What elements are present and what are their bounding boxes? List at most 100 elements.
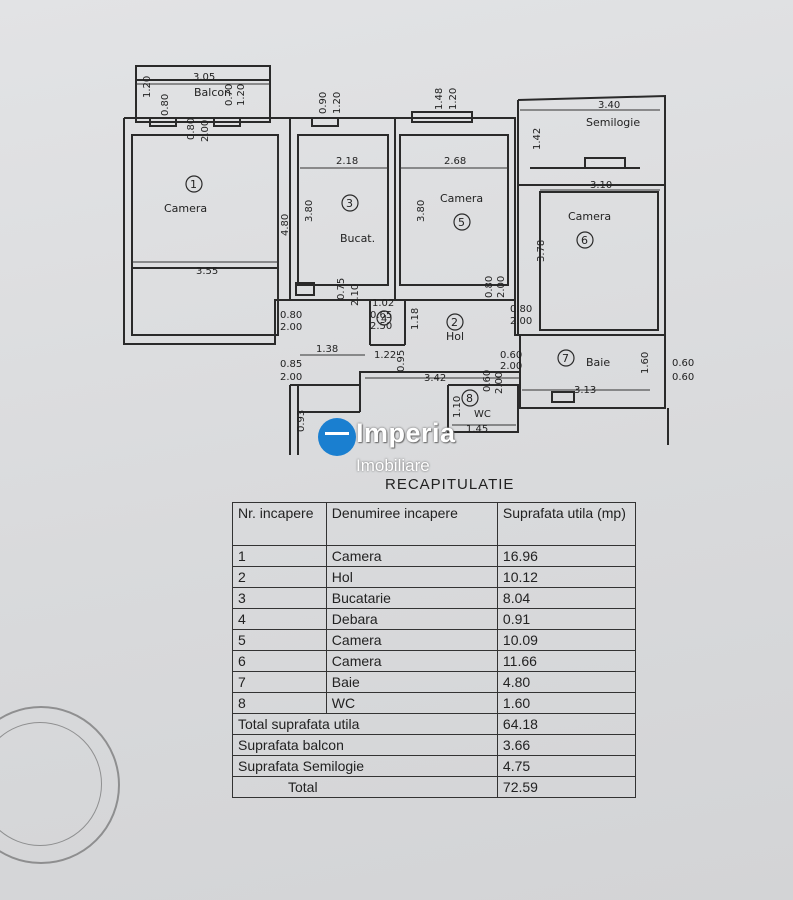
total-row: Total suprafata utila 64.18 <box>232 713 637 735</box>
dim-h-3-42: 3.42 <box>424 373 446 384</box>
row-nr: 5 <box>232 629 327 651</box>
room-number-8: 8 <box>466 392 473 405</box>
dim-h-0-95: 0.95 <box>396 350 407 372</box>
dim-w3-0-90: 0.90 <box>318 92 329 114</box>
dim-wc-0-60: 0.60 <box>482 370 493 392</box>
row-name: Bucatarie <box>325 587 498 609</box>
dim-d6-0-80: 0.80 <box>510 304 532 315</box>
row-area: 4.80 <box>496 671 637 693</box>
row-area: 16.96 <box>496 545 637 567</box>
recap-header-row: Nr. incapere Denumiree incapere Suprafat… <box>232 502 637 546</box>
dim-d3-0-75: 0.75 <box>336 278 347 300</box>
row-nr: 2 <box>232 566 327 588</box>
table-row: 1 Camera 16.96 <box>232 545 637 567</box>
total-value: 64.18 <box>496 713 637 735</box>
dim-b-0-60: 0.60 <box>500 350 522 361</box>
table-row: 6 Camera 11.66 <box>232 650 637 672</box>
room-5-walls <box>395 117 516 301</box>
label-bucat: Bucat. <box>340 232 375 245</box>
room-number-2: 2 <box>451 316 458 329</box>
floor-plan: 3.05 1.20 0.80 0.70 1.20 0.80 2.00 0.90 … <box>123 65 694 455</box>
table-row: 2 Hol 10.12 <box>232 566 637 588</box>
dim-hv-0-93: 0.93 <box>296 410 307 432</box>
room-8-walls <box>447 384 519 433</box>
dim-d5-2-00: 2.00 <box>496 276 507 298</box>
row-nr: 1 <box>232 545 327 567</box>
dim-w4-1-20: 1.20 <box>448 88 459 110</box>
room-number-4: 4 <box>381 314 387 325</box>
dim-e-0-85: 0.85 <box>280 359 302 370</box>
row-area: 0.91 <box>496 608 637 630</box>
row-name: Baie <box>325 671 498 693</box>
dim-w1-0-80: 0.80 <box>186 118 197 140</box>
table-row: 8 WC 1.60 <box>232 692 637 714</box>
total-label: Suprafata Semilogie <box>232 755 498 777</box>
dim-d3-2-10: 2.10 <box>350 284 361 306</box>
label-camera-6: Camera <box>568 210 611 223</box>
room-number-6: 6 <box>581 234 588 247</box>
dim-wc-2-00: 2.00 <box>494 372 505 394</box>
row-nr: 3 <box>232 587 327 609</box>
balcony-outline <box>135 65 271 123</box>
total-label: Total <box>232 776 498 798</box>
dim-r5-2-68: 2.68 <box>444 156 466 167</box>
table-row: 5 Camera 10.09 <box>232 629 637 651</box>
label-balcon: Balcon <box>194 86 231 99</box>
dim-d6-2-00: 2.00 <box>510 316 532 327</box>
row-name: Camera <box>325 629 498 651</box>
dim-r6-3-10: 3.10 <box>590 180 612 191</box>
dim-balcon-1-20b: 1.20 <box>236 84 247 106</box>
room-number-3: 3 <box>346 197 353 210</box>
table-row: 3 Bucatarie 8.04 <box>232 587 637 609</box>
row-name: WC <box>325 692 498 714</box>
dim-balcon-0-80: 0.80 <box>160 94 171 116</box>
dim-r1-3-55: 3.55 <box>196 266 218 277</box>
dim-bw-0-60a: 0.60 <box>672 358 694 369</box>
recap-title: RECAPITULATIE <box>385 476 515 493</box>
dim-b-3-13: 3.13 <box>574 385 596 396</box>
row-name: Camera <box>325 545 498 567</box>
logo-icon <box>318 418 356 456</box>
dim-r6-3-78: 3.78 <box>536 240 547 262</box>
row-nr: 4 <box>232 608 327 630</box>
dim-b-1-60: 1.60 <box>640 352 651 374</box>
dim-b-2-00: 2.00 <box>500 361 522 372</box>
total-row: Suprafata Semilogie 4.75 <box>232 755 637 777</box>
row-area: 8.04 <box>496 587 637 609</box>
dim-w4-1-48: 1.48 <box>434 88 445 110</box>
label-semilogie: Semilogie <box>586 116 640 129</box>
dim-r3-3-80: 3.80 <box>304 200 315 222</box>
dim-r1-4-80: 4.80 <box>280 214 291 236</box>
dim-w3-1-20: 1.20 <box>332 92 343 114</box>
dim-d1-0-80: 0.80 <box>280 310 302 321</box>
dim-e-2-00: 2.00 <box>280 372 302 383</box>
label-wc: WC <box>474 409 491 420</box>
header-nr: Nr. incapere <box>232 502 327 546</box>
row-area: 1.60 <box>496 692 637 714</box>
label-camera-1: Camera <box>164 202 207 215</box>
dim-h-1-38: 1.38 <box>316 344 338 355</box>
dim-d4-1-18: 1.18 <box>410 308 421 330</box>
row-nr: 6 <box>232 650 327 672</box>
dim-h-1-22: 1.22 <box>374 350 396 361</box>
label-hol: Hol <box>446 330 464 343</box>
dim-wc-1-10: 1.10 <box>452 396 463 418</box>
row-area: 11.66 <box>496 650 637 672</box>
logo-title: Imperia <box>356 418 456 448</box>
room-1-walls <box>123 117 291 345</box>
dim-d5-0-80: 0.80 <box>484 276 495 298</box>
row-name: Debara <box>325 608 498 630</box>
header-denumire: Denumiree incapere <box>325 502 498 546</box>
dim-balcon-0-70: 0.70 <box>224 84 235 106</box>
imperia-logo: Imperia Imobiliare <box>318 414 488 488</box>
total-value: 72.59 <box>496 776 637 798</box>
row-nr: 8 <box>232 692 327 714</box>
room-7-walls <box>519 334 666 409</box>
dim-d4-2-50: 2.50 <box>370 321 392 332</box>
dim-3-05: 3.05 <box>193 72 215 83</box>
row-name: Camera <box>325 650 498 672</box>
label-camera-5: Camera <box>440 192 483 205</box>
dim-wc-1-45: 1.45 <box>466 424 488 435</box>
total-row: Suprafata balcon 3.66 <box>232 734 637 756</box>
dim-d1-2-00: 2.00 <box>280 322 302 333</box>
